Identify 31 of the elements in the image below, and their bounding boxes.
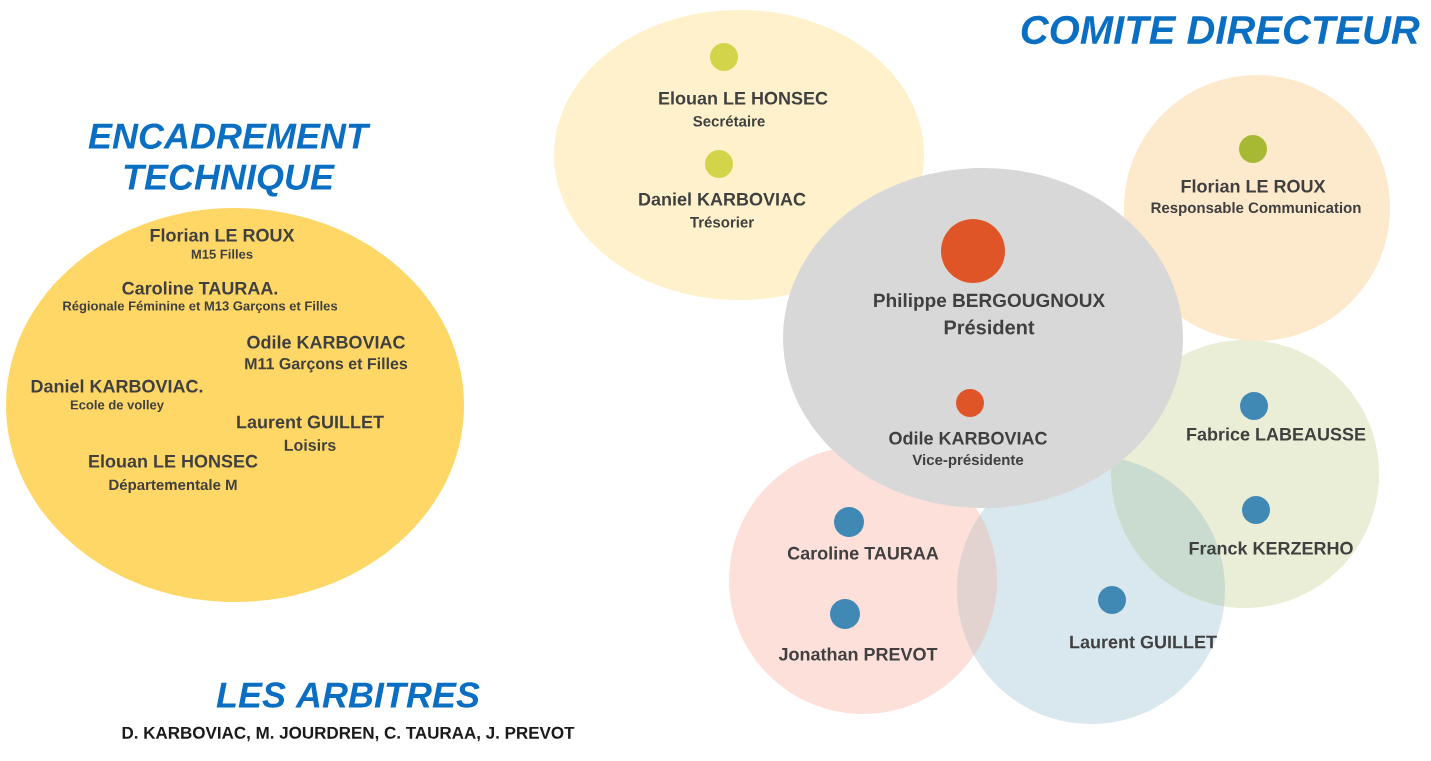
member-name: Laurent GUILLET bbox=[237, 415, 384, 429]
member-role: Trésorier bbox=[690, 216, 754, 228]
member-name: Fabrice LABEAUSSE bbox=[1187, 427, 1366, 441]
member-name: Franck KERZERHO bbox=[1189, 541, 1353, 555]
member-name: Président bbox=[944, 319, 1035, 335]
member-name: Odile KARBOVIAC bbox=[247, 335, 405, 349]
member-role: Régionale Féminine et M13 Garçons et Filles bbox=[63, 300, 338, 314]
member-name: Elouan LE HONSEC bbox=[89, 454, 258, 468]
member-name: Laurent GUILLET bbox=[1070, 635, 1217, 649]
member-role: Loisirs bbox=[284, 439, 336, 451]
member-role: Ecole de volley bbox=[70, 399, 164, 413]
referee-list: D. KARBOVIAC, M. JOURDREN, C. TAURAA, J. PREVOT bbox=[122, 726, 575, 742]
section-heading: COMITE DIRECTEUR bbox=[1021, 15, 1420, 45]
member-name: Caroline TAURAA bbox=[787, 546, 939, 560]
section-heading: ENCADREMENT TECHNIQUE bbox=[88, 123, 371, 197]
member-name: Caroline TAURAA. bbox=[122, 281, 278, 295]
member-role: M11 Garçons et Filles bbox=[245, 357, 408, 373]
member-role: Départementale M bbox=[109, 478, 237, 494]
member-name: Daniel KARBOVIAC bbox=[639, 192, 806, 206]
member-role: Secrétaire bbox=[693, 115, 765, 127]
section-heading: LES ARBITRES bbox=[216, 682, 480, 708]
member-role: Vice-présidente bbox=[912, 453, 1024, 469]
member-name: Florian LE ROUX bbox=[1181, 179, 1326, 193]
member-name: Philippe BERGOUGNOUX bbox=[874, 293, 1105, 311]
member-role: Responsable Communication bbox=[1151, 202, 1361, 216]
member-role: M15 Filles bbox=[191, 249, 253, 259]
member-name: Odile KARBOVIAC bbox=[889, 431, 1047, 445]
member-name: Elouan LE HONSEC bbox=[659, 91, 828, 105]
member-name: Jonathan PREVOT bbox=[778, 647, 938, 661]
member-name: Daniel KARBOVIAC. bbox=[31, 379, 203, 393]
member-name: Florian LE ROUX bbox=[150, 228, 295, 242]
